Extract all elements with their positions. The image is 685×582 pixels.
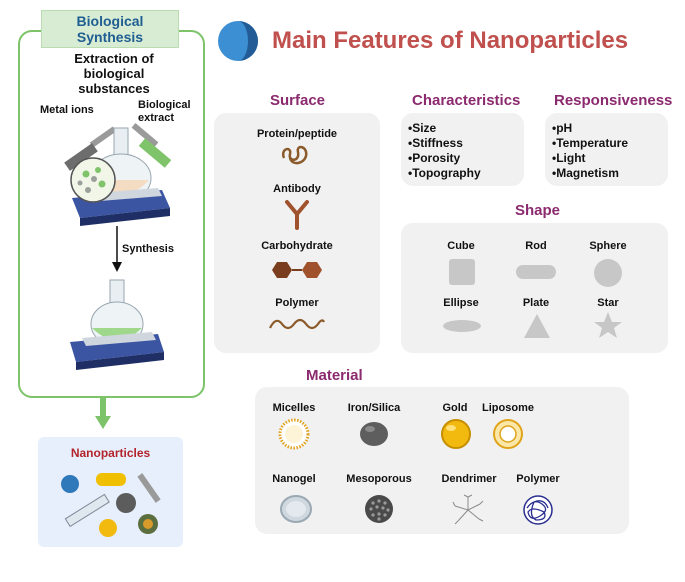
characteristic-topography: Topography <box>408 166 480 181</box>
output-arrow <box>95 396 111 429</box>
surface-item-carbohydrate: Carbohydrate <box>261 240 333 252</box>
star-icon <box>594 312 622 338</box>
responsive-temperature: Temperature <box>552 136 628 151</box>
material-label-micelles: Micelles <box>272 402 316 414</box>
nanoparticles-illustration <box>61 473 161 537</box>
material-label-dendrimer: Dendrimer <box>441 473 497 485</box>
material-panel <box>255 387 629 534</box>
cube-icon <box>449 259 475 285</box>
nanogel-icon <box>280 495 312 523</box>
polymer-chain-icon <box>269 318 325 330</box>
responsiveness-list: pH Temperature Light Magnetism <box>552 121 628 181</box>
surface-item-protein: Protein/peptide <box>256 128 338 140</box>
synthesis-arrow <box>112 226 122 272</box>
surface-title: Surface <box>270 92 326 109</box>
iron-silica-icon <box>360 422 388 446</box>
shape-label-plate: Plate <box>522 297 550 309</box>
shape-label-rod: Rod <box>525 240 547 252</box>
shape-label-cube: Cube <box>447 240 475 252</box>
shape-title: Shape <box>515 202 561 219</box>
extraction-label: Extraction of biological substances <box>74 51 154 96</box>
product-apparatus-illustration <box>70 279 164 370</box>
nanoparticles-title: Nanoparticles <box>70 446 151 460</box>
polymer-nanoparticle-icon <box>523 495 553 525</box>
dendrimer-icon <box>452 494 484 525</box>
characteristics-title: Characteristics <box>412 92 521 109</box>
shape-label-sphere: Sphere <box>589 240 627 252</box>
material-label-polymer: Polymer <box>516 473 560 485</box>
synthesis-arrow-label: Synthesis <box>122 243 174 255</box>
micelle-icon <box>278 418 310 450</box>
sphere-icon <box>594 259 622 287</box>
gold-nanoparticle-icon <box>441 419 471 449</box>
rod-icon <box>516 265 556 279</box>
protein-icon <box>281 145 308 165</box>
material-label-gold: Gold <box>442 402 468 414</box>
surface-item-polymer: Polymer <box>275 297 319 309</box>
mesoporous-icon <box>365 495 393 523</box>
surface-item-antibody: Antibody <box>273 183 321 195</box>
characteristic-stiffness: Stiffness <box>408 136 481 151</box>
antibody-icon <box>285 200 309 230</box>
shape-label-ellipse: Ellipse <box>443 297 479 309</box>
material-label-mesoporous: Mesoporous <box>346 473 412 485</box>
shape-label-star: Star <box>597 297 619 309</box>
metal-ions-label: Metal ions <box>40 104 94 116</box>
material-title: Material <box>306 367 363 384</box>
carbohydrate-icon <box>272 262 322 278</box>
responsive-ph: pH <box>552 121 628 136</box>
characteristic-porosity: Porosity <box>408 151 481 166</box>
plate-triangle-icon <box>524 314 550 338</box>
responsiveness-title: Responsiveness <box>554 92 673 109</box>
characteristics-list: Size Stiffness Porosity Topography <box>408 121 481 181</box>
material-label-nanogel: Nanogel <box>272 473 316 485</box>
biological-extract-label: Biological extract <box>138 99 191 124</box>
synthesis-header-text: Biological Synthesis <box>76 13 144 45</box>
extraction-apparatus-illustration <box>64 123 172 226</box>
title-sphere-icon <box>218 21 258 61</box>
page-title: Main Features of Nanoparticles <box>272 27 629 54</box>
responsive-magnetism: Magnetism <box>552 166 628 181</box>
characteristic-size: Size <box>408 121 481 136</box>
responsive-light: Light <box>552 151 628 166</box>
ellipse-icon <box>443 320 481 332</box>
material-label-iron-silica: Iron/Silica <box>347 402 401 414</box>
synthesis-header: Biological Synthesis <box>41 10 179 48</box>
liposome-icon <box>493 419 523 449</box>
material-label-liposome: Liposome <box>482 402 534 414</box>
